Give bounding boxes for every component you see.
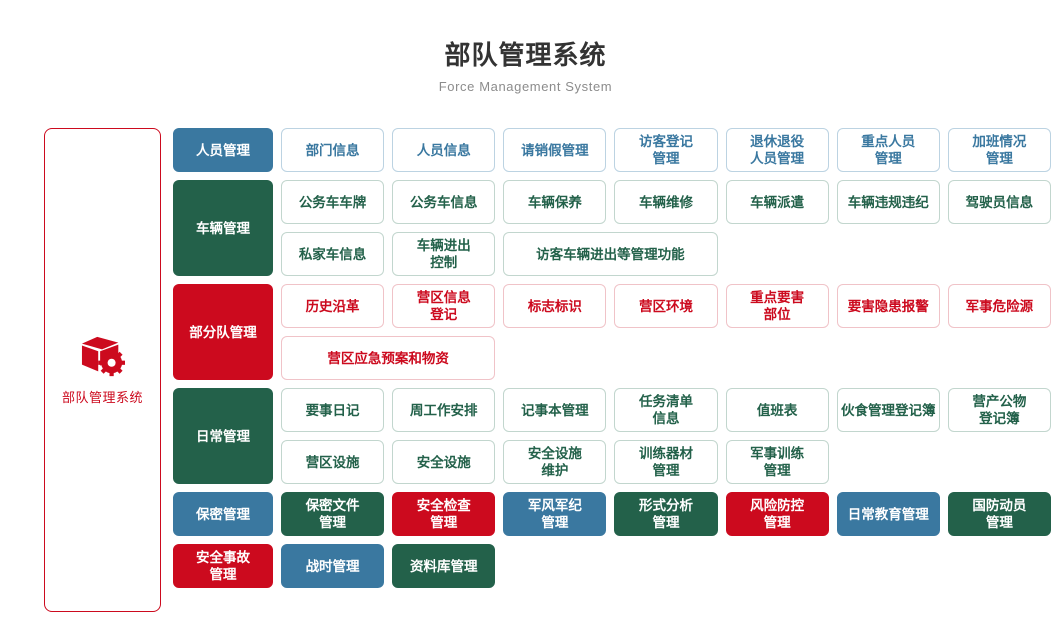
sidebar-logo-panel[interactable]: 部队管理系统 xyxy=(44,128,161,612)
module-tile-值班表[interactable]: 值班表 xyxy=(725,388,829,432)
module-tile-公务车信息[interactable]: 公务车信息 xyxy=(392,180,496,224)
module-tile-战时管理[interactable]: 战时管理 xyxy=(281,544,385,588)
module-tile-营区应急预案和物资[interactable]: 营区应急预案和物资 xyxy=(281,336,496,380)
module-tile-请销假管理[interactable]: 请销假管理 xyxy=(503,128,607,172)
module-tile-保密文件管理[interactable]: 保密文件 管理 xyxy=(281,492,385,536)
page-header: 部队管理系统 Force Management System xyxy=(0,0,1051,96)
module-tile-周工作安排[interactable]: 周工作安排 xyxy=(392,388,496,432)
module-tile-形式分析管理[interactable]: 形式分析 管理 xyxy=(614,492,718,536)
module-tile-安全设施维护[interactable]: 安全设施 维护 xyxy=(503,440,607,484)
module-tile-任务清单信息[interactable]: 任务清单 信息 xyxy=(614,388,718,432)
module-tile-车辆进出控制[interactable]: 车辆进出 控制 xyxy=(392,232,496,276)
box-gear-icon xyxy=(80,335,126,379)
tile-row: 营区设施安全设施安全设施 维护训练器材 管理军事训练 管理 xyxy=(281,440,1051,484)
module-tile-人员信息[interactable]: 人员信息 xyxy=(392,128,496,172)
section-rows: 要事日记周工作安排记事本管理任务清单 信息值班表伙食管理登记簿营产公物 登记簿营… xyxy=(281,388,1051,484)
module-tile-营区信息登记[interactable]: 营区信息 登记 xyxy=(392,284,496,328)
module-tile-国防动员管理[interactable]: 国防动员 管理 xyxy=(947,492,1051,536)
module-tile-记事本管理[interactable]: 记事本管理 xyxy=(503,388,607,432)
module-tile-要事日记[interactable]: 要事日记 xyxy=(281,388,385,432)
section-rows: 历史沿革营区信息 登记标志标识营区环境重点要害 部位要害隐患报警军事危险源营区应… xyxy=(281,284,1051,380)
module-tile-访客车辆进出等管理功能[interactable]: 访客车辆进出等管理功能 xyxy=(503,232,718,276)
module-tile-退休退役人员管理[interactable]: 退休退役 人员管理 xyxy=(725,128,829,172)
module-tile-营区环境[interactable]: 营区环境 xyxy=(614,284,718,328)
module-tile-公务车车牌[interactable]: 公务车车牌 xyxy=(281,180,385,224)
tile-row: 公务车车牌公务车信息车辆保养车辆维修车辆派遣车辆违规违纪驾驶员信息 xyxy=(281,180,1051,224)
module-section: 保密管理保密文件 管理安全检查 管理军风军纪 管理形式分析 管理风险防控 管理日… xyxy=(173,492,1051,536)
module-section: 部分队管理历史沿革营区信息 登记标志标识营区环境重点要害 部位要害隐患报警军事危… xyxy=(173,284,1051,380)
module-tile-重点人员管理[interactable]: 重点人员 管理 xyxy=(836,128,940,172)
page-subtitle: Force Management System xyxy=(438,79,613,94)
module-tile-安全检查管理[interactable]: 安全检查 管理 xyxy=(392,492,496,536)
section-rows: 部门信息人员信息请销假管理访客登记 管理退休退役 人员管理重点人员 管理加班情况… xyxy=(281,128,1051,172)
module-section: 日常管理要事日记周工作安排记事本管理任务清单 信息值班表伙食管理登记簿营产公物 … xyxy=(173,388,1051,484)
tile-row: 要事日记周工作安排记事本管理任务清单 信息值班表伙食管理登记簿营产公物 登记簿 xyxy=(281,388,1051,432)
tile-row: 历史沿革营区信息 登记标志标识营区环境重点要害 部位要害隐患报警军事危险源 xyxy=(281,284,1051,328)
module-tile-部门信息[interactable]: 部门信息 xyxy=(281,128,385,172)
module-section: 人员管理部门信息人员信息请销假管理访客登记 管理退休退役 人员管理重点人员 管理… xyxy=(173,128,1051,172)
tile-row: 营区应急预案和物资 xyxy=(281,336,1051,380)
category-保密管理[interactable]: 保密管理 xyxy=(173,492,273,536)
module-tile-伙食管理登记簿[interactable]: 伙食管理登记簿 xyxy=(836,388,940,432)
module-tile-历史沿革[interactable]: 历史沿革 xyxy=(281,284,385,328)
module-grid: 人员管理部门信息人员信息请销假管理访客登记 管理退休退役 人员管理重点人员 管理… xyxy=(173,128,1051,588)
section-rows: 保密文件 管理安全检查 管理军风军纪 管理形式分析 管理风险防控 管理日常教育管… xyxy=(281,492,1051,536)
module-tile-重点要害部位[interactable]: 重点要害 部位 xyxy=(725,284,829,328)
module-tile-军事训练管理[interactable]: 军事训练 管理 xyxy=(725,440,829,484)
module-tile-访客登记管理[interactable]: 访客登记 管理 xyxy=(614,128,718,172)
module-tile-车辆维修[interactable]: 车辆维修 xyxy=(614,180,718,224)
module-tile-安全设施[interactable]: 安全设施 xyxy=(392,440,496,484)
module-tile-营产公物登记簿[interactable]: 营产公物 登记簿 xyxy=(947,388,1051,432)
module-tile-军风军纪管理[interactable]: 军风军纪 管理 xyxy=(503,492,607,536)
module-tile-驾驶员信息[interactable]: 驾驶员信息 xyxy=(947,180,1051,224)
module-tile-训练器材管理[interactable]: 训练器材 管理 xyxy=(614,440,718,484)
module-tile-车辆保养[interactable]: 车辆保养 xyxy=(503,180,607,224)
section-rows: 公务车车牌公务车信息车辆保养车辆维修车辆派遣车辆违规违纪驾驶员信息私家车信息车辆… xyxy=(281,180,1051,276)
module-tile-私家车信息[interactable]: 私家车信息 xyxy=(281,232,385,276)
sidebar-logo-label: 部队管理系统 xyxy=(61,389,143,405)
tile-row: 部门信息人员信息请销假管理访客登记 管理退休退役 人员管理重点人员 管理加班情况… xyxy=(281,128,1051,172)
system-board: 部队管理系统 人员管理部门信息人员信息请销假管理访客登记 管理退休退役 人员管理… xyxy=(0,128,1051,612)
module-tile-标志标识[interactable]: 标志标识 xyxy=(503,284,607,328)
module-tile-日常教育管理[interactable]: 日常教育管理 xyxy=(836,492,940,536)
category-日常管理[interactable]: 日常管理 xyxy=(173,388,273,484)
module-section: 车辆管理公务车车牌公务车信息车辆保养车辆维修车辆派遣车辆违规违纪驾驶员信息私家车… xyxy=(173,180,1051,276)
module-tile-加班情况管理[interactable]: 加班情况 管理 xyxy=(947,128,1051,172)
tile-row: 安全事故 管理战时管理资料库管理 xyxy=(173,544,1051,588)
module-tile-风险防控管理[interactable]: 风险防控 管理 xyxy=(725,492,829,536)
module-tile-军事危险源[interactable]: 军事危险源 xyxy=(947,284,1051,328)
category-部分队管理[interactable]: 部分队管理 xyxy=(173,284,273,380)
module-tile-安全事故管理[interactable]: 安全事故 管理 xyxy=(173,544,273,588)
module-tile-车辆派遣[interactable]: 车辆派遣 xyxy=(725,180,829,224)
module-tile-资料库管理[interactable]: 资料库管理 xyxy=(392,544,496,588)
tile-row: 私家车信息车辆进出 控制访客车辆进出等管理功能 xyxy=(281,232,1051,276)
tile-row: 保密文件 管理安全检查 管理军风军纪 管理形式分析 管理风险防控 管理日常教育管… xyxy=(281,492,1051,536)
category-车辆管理[interactable]: 车辆管理 xyxy=(173,180,273,276)
module-tile-要害隐患报警[interactable]: 要害隐患报警 xyxy=(836,284,940,328)
category-人员管理[interactable]: 人员管理 xyxy=(173,128,273,172)
module-tile-营区设施[interactable]: 营区设施 xyxy=(281,440,385,484)
page-title: 部队管理系统 xyxy=(444,40,607,70)
module-tile-车辆违规违纪[interactable]: 车辆违规违纪 xyxy=(836,180,940,224)
